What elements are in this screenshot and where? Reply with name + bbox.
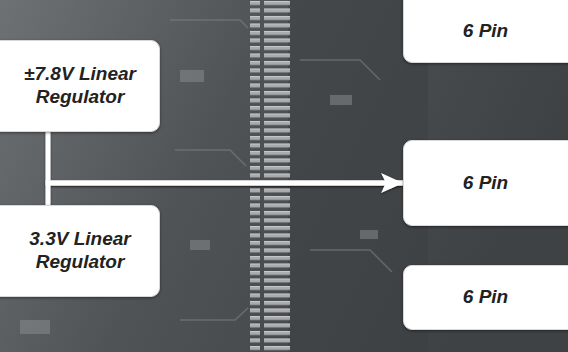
chip-pins: [250, 0, 290, 352]
connector-box: 6 Pin: [403, 0, 568, 63]
power-arrow: [48, 183, 403, 205]
connector-box: 6 Pin: [403, 265, 568, 330]
box-label: 6 Pin: [463, 20, 508, 43]
regulator-box: 3.3V Linear Regulator: [0, 205, 160, 297]
regulator-box: ±7.8V Linear Regulator: [0, 40, 160, 132]
box-label: 6 Pin: [463, 172, 508, 195]
connector-box: 6 Pin: [403, 140, 568, 226]
box-label: 3.3V Linear Regulator: [9, 228, 151, 274]
box-label: ±7.8V Linear Regulator: [9, 63, 151, 109]
power-arrow: [48, 132, 403, 183]
box-label: 6 Pin: [463, 286, 508, 309]
